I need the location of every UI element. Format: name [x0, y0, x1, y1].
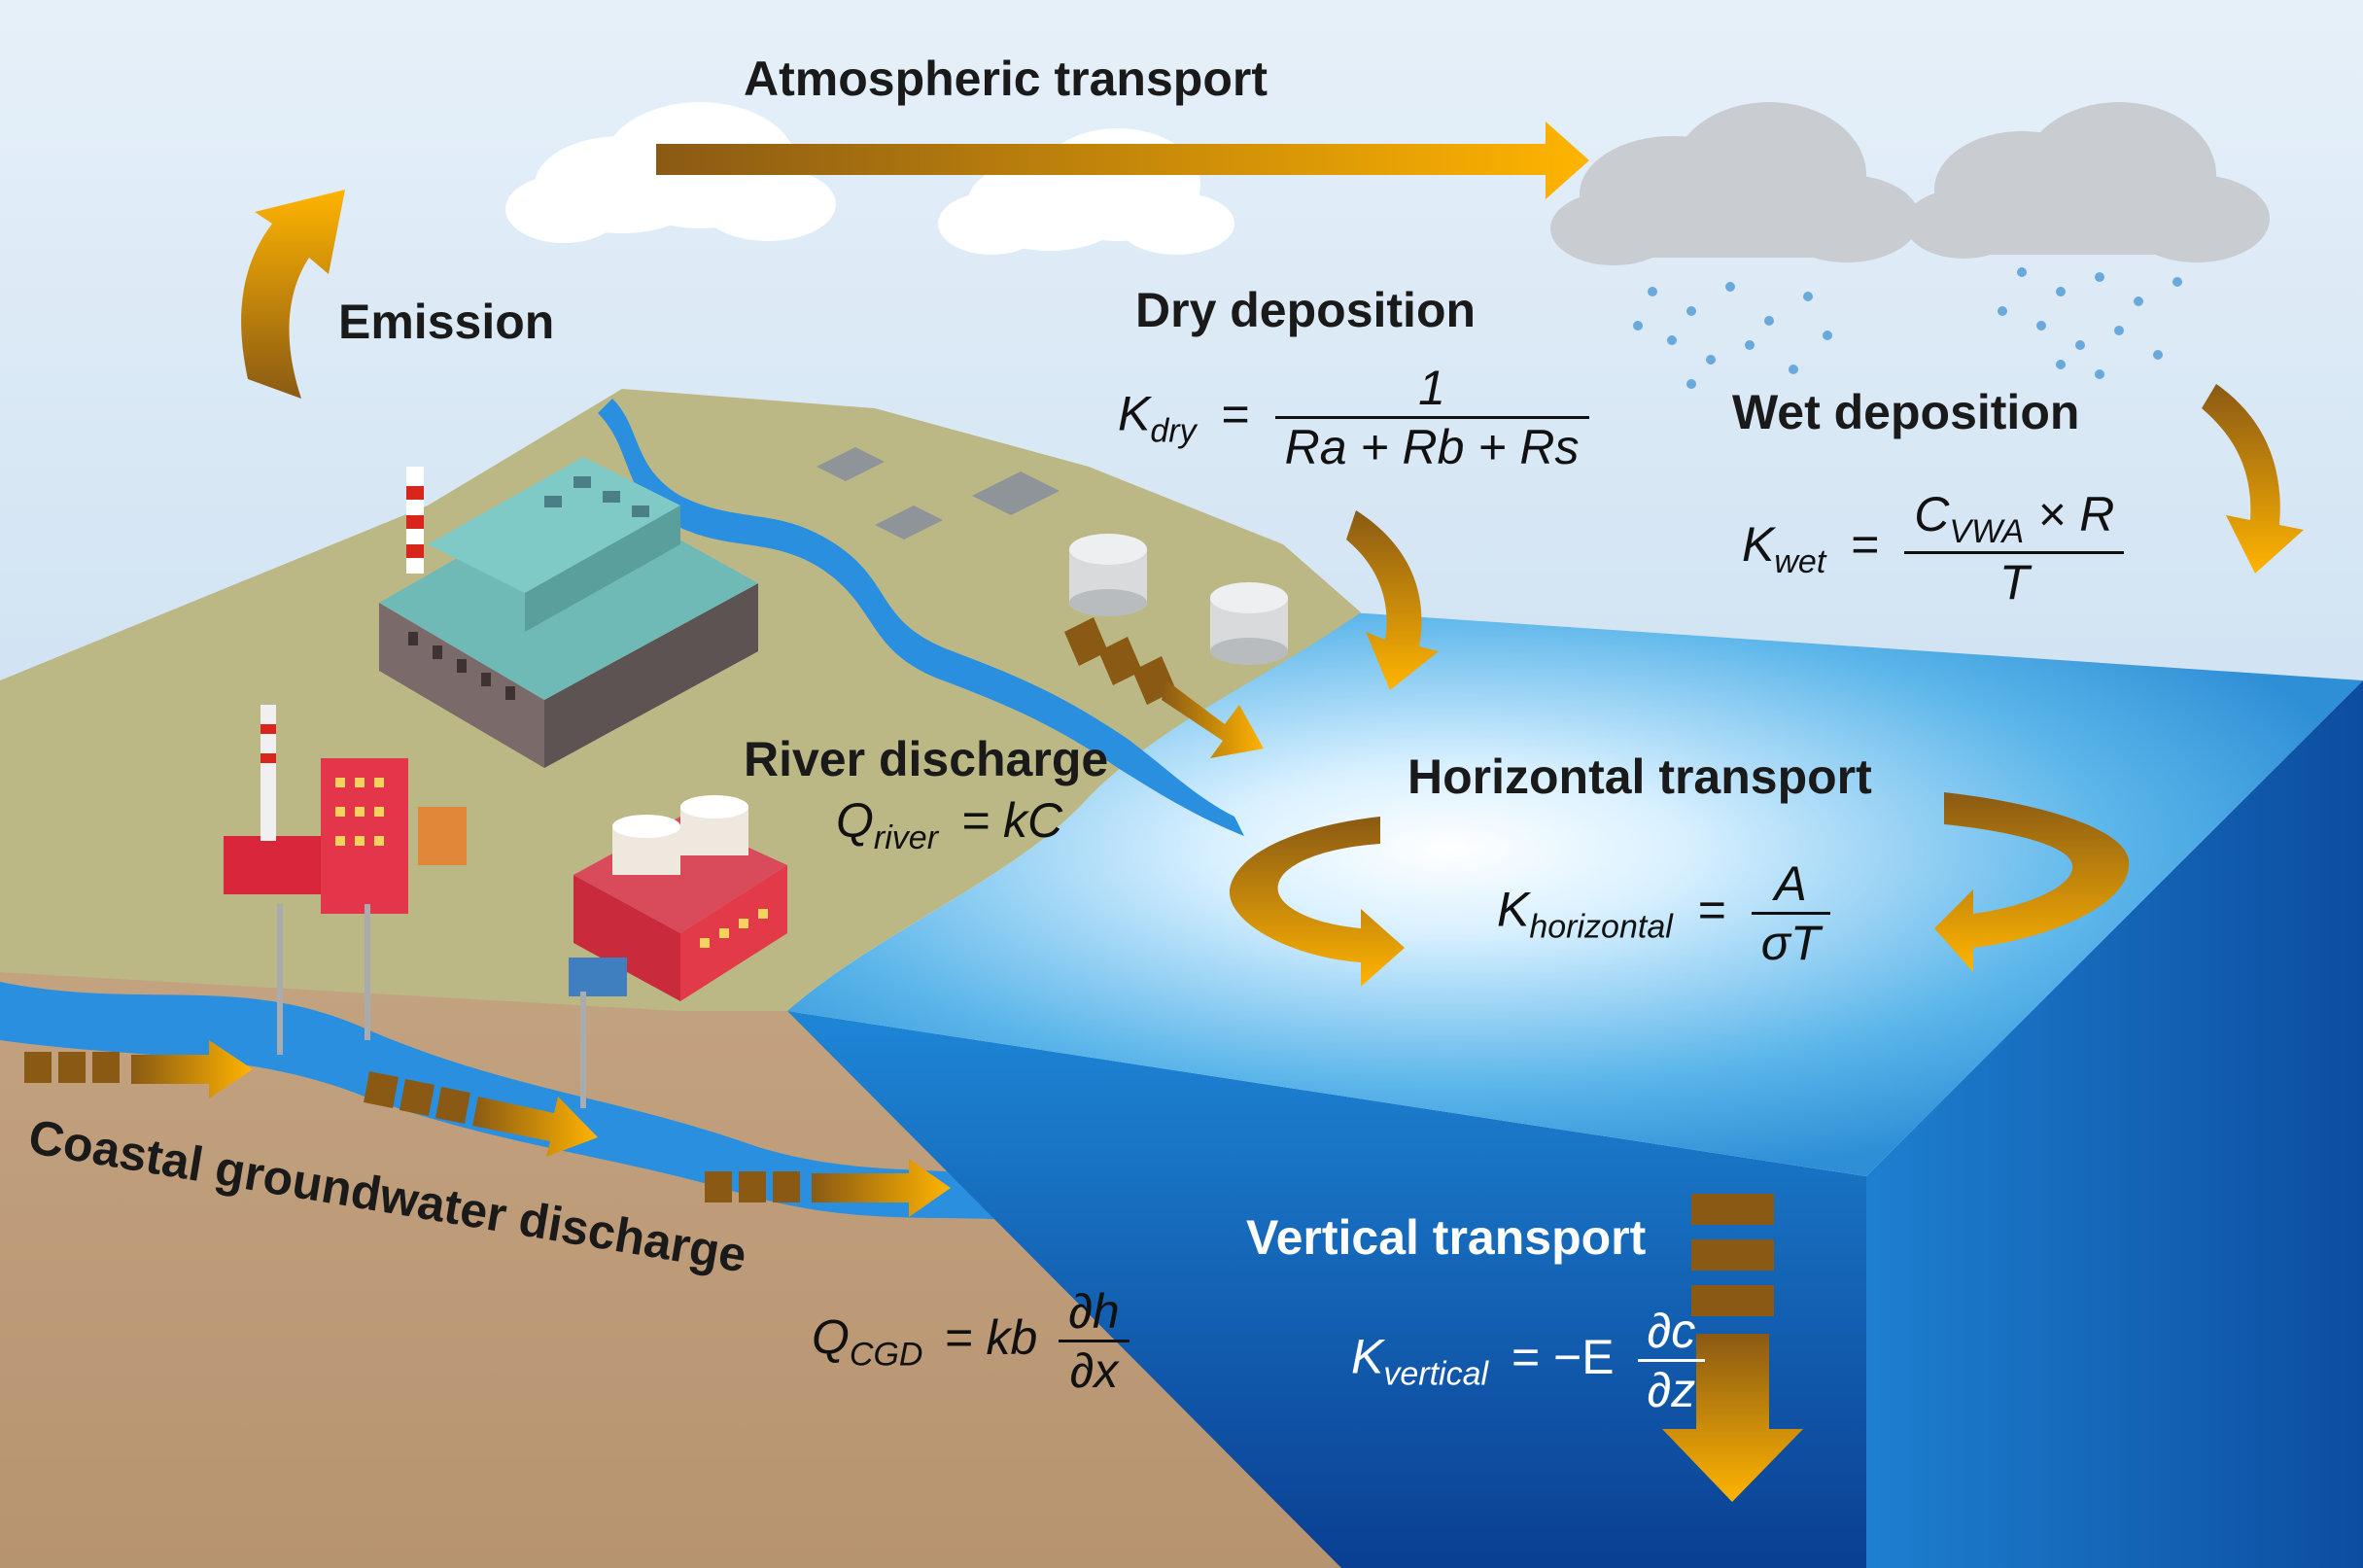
horizontal-transport-label: Horizontal transport	[1407, 749, 1872, 804]
river-discharge-label: River discharge	[744, 732, 1109, 786]
storage-tank-icon	[1210, 582, 1288, 665]
groundwater-discharge-arrow	[364, 1071, 598, 1157]
river-discharge-equation: Qriver = kC	[836, 793, 1063, 856]
river-discharge-arrow	[1064, 617, 1264, 758]
groundwater-discharge-arrow	[24, 1040, 253, 1098]
vertical-transport-arrow	[1662, 1194, 1803, 1502]
smokestack-icon	[406, 467, 424, 574]
rain-cloud-icon	[1905, 102, 2270, 379]
horizontal-transport-arrow-right	[1934, 792, 2130, 972]
dry-deposition-equation: Kdry = 1 Ra + Rb + Rs	[1118, 360, 1589, 475]
wet-deposition-arrow	[2202, 384, 2304, 574]
industrial-plant-icon	[569, 795, 787, 1108]
sea-front-face	[787, 1011, 1866, 1568]
storage-building-icon	[817, 447, 1060, 540]
dry-deposition-arrow	[1346, 510, 1439, 690]
dry-deposition-label: Dry deposition	[1135, 283, 1477, 337]
groundwater-discharge-equation: QCGD = kb ∂h ∂x	[812, 1283, 1129, 1399]
river-channel	[598, 399, 1244, 836]
cloud-icon	[505, 102, 836, 243]
groundwater-channel	[0, 982, 1011, 1220]
horizontal-transport-arrow-left	[1229, 817, 1405, 987]
wet-deposition-label: Wet deposition	[1732, 385, 2080, 439]
wet-deposition-equation: Kwet = CVWA × R T	[1742, 486, 2125, 610]
vertical-transport-equation: Kvertical = −E ∂c ∂z	[1351, 1303, 1706, 1418]
groundwater-discharge-arrow	[705, 1159, 951, 1217]
factory-icon	[379, 457, 758, 768]
atmospheric-transport-label: Atmospheric transport	[744, 52, 1268, 106]
emission-arrow	[241, 190, 345, 399]
industrial-plant-icon	[224, 705, 467, 1055]
sea-side-face	[1866, 680, 2363, 1568]
atmospheric-transport-arrow	[656, 122, 1589, 199]
rain-cloud-icon	[1550, 102, 1920, 389]
storage-tank-icon	[1069, 534, 1147, 616]
sea-surface	[787, 612, 2363, 1176]
horizontal-transport-equation: Khorizontal = A σT	[1497, 855, 1830, 971]
vertical-transport-label: Vertical transport	[1246, 1210, 1647, 1265]
emission-label: Emission	[338, 295, 555, 349]
